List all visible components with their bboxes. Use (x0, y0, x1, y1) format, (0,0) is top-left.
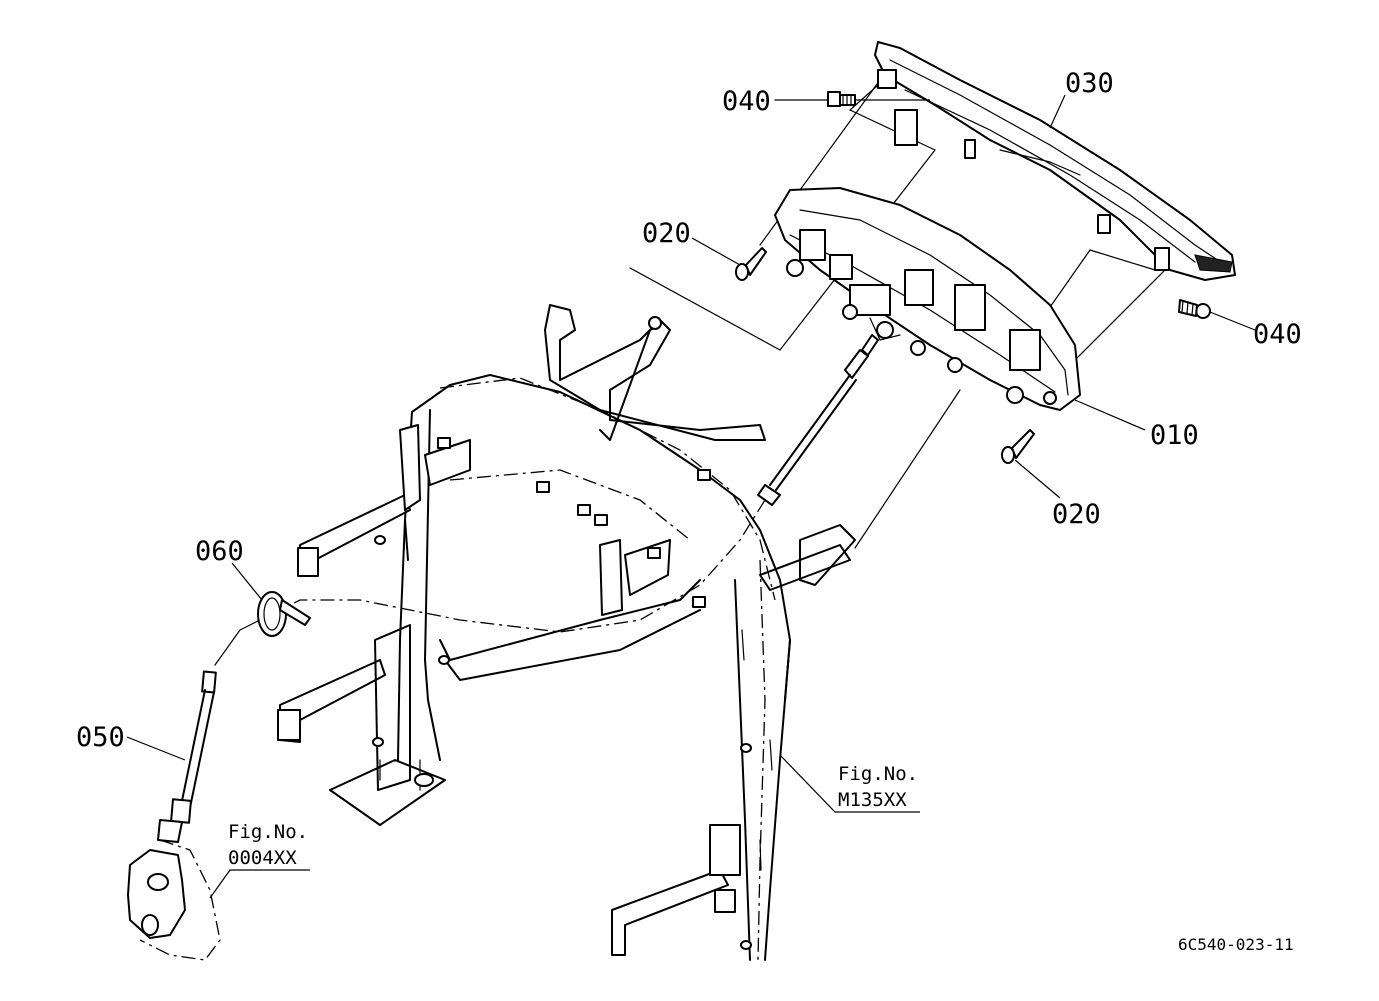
drawing-code: 6C540-023-11 (1178, 935, 1294, 954)
cable-clip-060 (257, 591, 311, 637)
callout-020-lower: 020 (1052, 499, 1101, 530)
callout-060: 060 (195, 536, 244, 567)
callout-010: 010 (1150, 420, 1199, 451)
screw-040-lower (1178, 299, 1211, 319)
callout-030: 030 (1065, 68, 1114, 99)
leader-lines (126, 94, 1256, 899)
figref-m135xx-line2: M135XX (838, 789, 907, 811)
screw-020-lower (1001, 429, 1035, 464)
callout-040-upper: 040 (722, 86, 771, 117)
bezel-030 (874, 41, 1236, 281)
screw-040-upper (774, 91, 856, 107)
figref-0004xx-line1: Fig.No. (228, 821, 308, 843)
meter-panel-010 (774, 187, 1081, 411)
gear-housing (127, 839, 221, 961)
figref-0004xx-line2: 0004XX (228, 847, 297, 869)
panel-frame (277, 304, 856, 961)
callout-050: 050 (76, 722, 125, 753)
callout-020-upper: 020 (642, 218, 691, 249)
figref-m135xx-line1: Fig.No. (838, 763, 918, 785)
callout-040-lower: 040 (1253, 319, 1302, 350)
screw-020-upper (735, 247, 767, 281)
callout-labels: 040 030 020 040 010 020 060 050 Fig.No. … (76, 68, 1302, 954)
